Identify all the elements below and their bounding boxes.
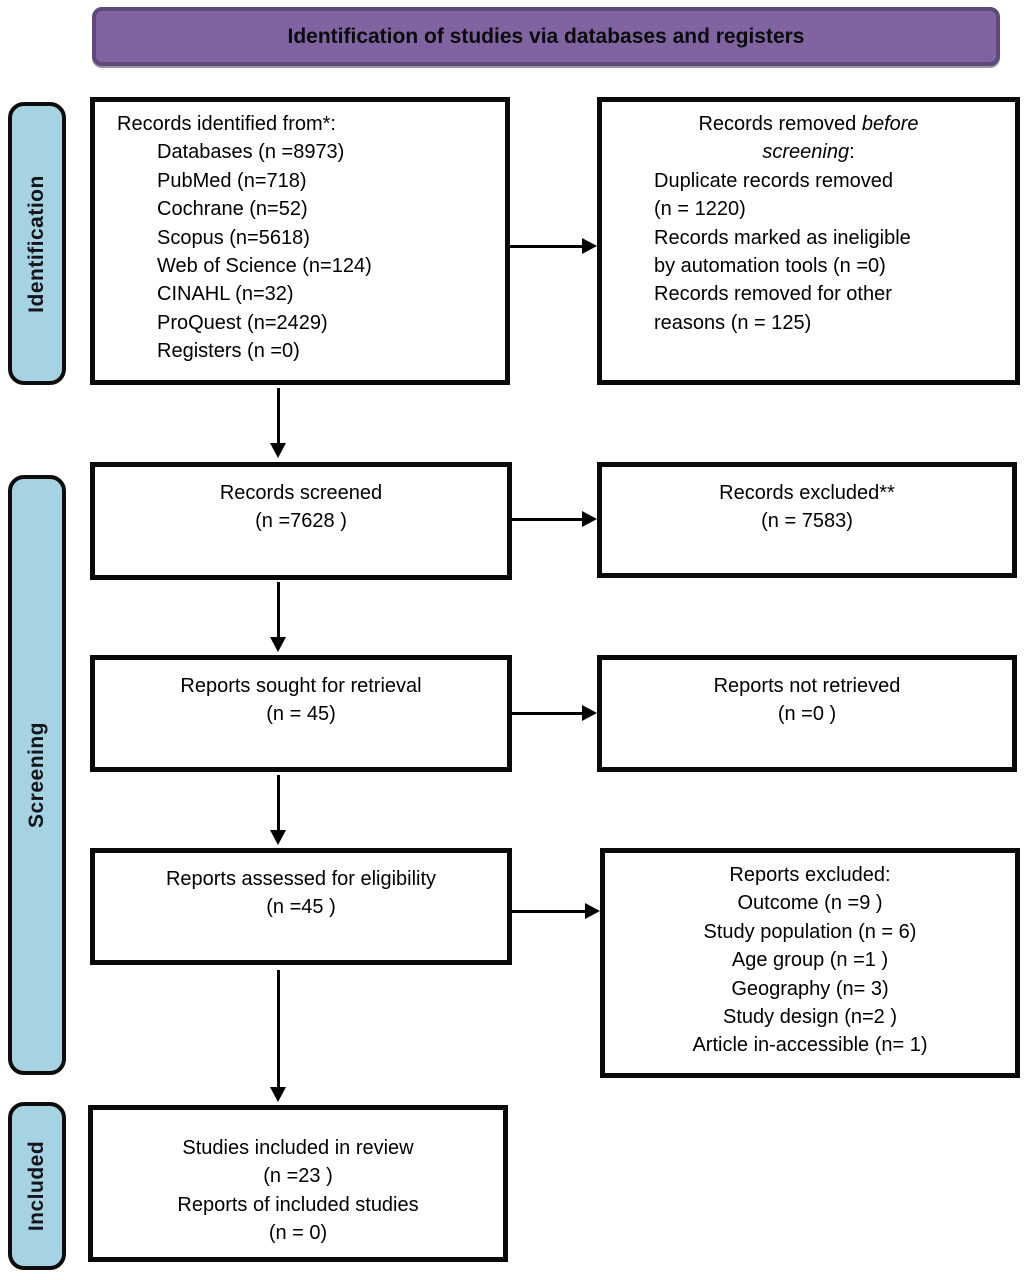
arrow-screened-to-sought: [270, 582, 286, 652]
source-pubmed: PubMed (n=718): [157, 169, 307, 192]
box-records-removed: Records removed before screening: Duplic…: [597, 97, 1020, 385]
stage-label-identification: Identification: [8, 102, 66, 385]
source-cinahl: CINAHL (n=32): [157, 283, 294, 306]
arrow-line: [276, 388, 280, 444]
excluded-study-design: Study design (n=2 ): [723, 1005, 897, 1028]
records-removed-title-italic1: before: [861, 113, 919, 135]
arrow-line: [276, 970, 280, 1088]
records-identified-title: Records identified from*:: [117, 113, 336, 135]
arrow-head-down-icon: [270, 830, 286, 845]
records-removed-title-normal: Records removed: [698, 113, 862, 135]
box-records-identified: Records identified from*: Databases (n =…: [90, 97, 510, 385]
box-records-screened: Records screened (n =7628 ): [90, 462, 512, 580]
stage-label-screening-text: Screening: [25, 721, 49, 829]
arrow-line: [276, 582, 280, 638]
arrow-head-right-icon: [582, 511, 597, 527]
arrow-head-down-icon: [270, 637, 286, 652]
box-studies-included: Studies included in review (n =23 ) Repo…: [88, 1105, 508, 1262]
source-cochrane: Cochrane (n=52): [157, 198, 308, 221]
excluded-age-group: Age group (n =1 ): [731, 949, 889, 972]
arrow-head-down-icon: [270, 1087, 286, 1102]
source-web-of-science: Web of Science (n=124): [157, 254, 372, 277]
source-scopus: Scopus (n=5618): [157, 226, 310, 249]
arrow-head-down-icon: [270, 443, 286, 458]
stage-label-identification-text: Identification: [25, 174, 49, 313]
arrow-head-right-icon: [585, 903, 600, 919]
source-databases: Databases (n =8973): [157, 141, 345, 164]
excluded-outcome: Outcome (n =9 ): [737, 892, 883, 915]
stage-label-included: Included: [8, 1102, 66, 1270]
diagram-title: Identification of studies via databases …: [287, 24, 805, 48]
arrow-screened-to-excluded: [512, 511, 597, 527]
removed-automation: Records marked as ineligible by automati…: [654, 226, 911, 277]
arrow-head-right-icon: [582, 705, 597, 721]
arrow-identified-to-screened: [270, 388, 286, 458]
arrow-line: [512, 517, 583, 521]
records-removed-title-line1: Records removed before: [612, 110, 1005, 138]
arrow-sought-to-assessed: [270, 775, 286, 845]
reports-excluded-title: Reports excluded:: [729, 864, 891, 886]
arrow-assessed-to-reports-excluded: [512, 903, 600, 919]
excluded-geography: Geography (n= 3): [731, 977, 889, 1000]
records-removed-title-line2: screening:: [612, 138, 1005, 166]
removed-duplicates: Duplicate records removed (n = 1220): [654, 169, 893, 221]
box-reports-assessed: Reports assessed for eligibility (n =45 …: [90, 848, 512, 965]
box-reports-not-retrieved: Reports not retrieved (n =0 ): [597, 655, 1017, 772]
stage-label-screening: Screening: [8, 475, 66, 1075]
excluded-article-inaccessible: Article in-accessible (n= 1): [692, 1034, 928, 1057]
arrow-line: [512, 909, 586, 913]
arrow-line: [512, 711, 583, 715]
records-removed-title-colon: :: [849, 141, 855, 164]
source-proquest: ProQuest (n=2429): [157, 311, 328, 334]
excluded-study-population: Study population (n = 6): [703, 920, 917, 943]
box-records-excluded: Records excluded** (n = 7583): [597, 462, 1017, 578]
arrow-assessed-to-included: [270, 970, 286, 1102]
arrow-sought-to-not-retrieved: [512, 705, 597, 721]
arrow-head-right-icon: [582, 238, 597, 254]
box-reports-excluded: Reports excluded: Outcome (n =9 ) Study …: [600, 848, 1020, 1078]
records-removed-title-italic2: screening: [762, 141, 850, 164]
arrow-line: [276, 775, 280, 831]
box-reports-sought: Reports sought for retrieval (n = 45): [90, 655, 512, 772]
diagram-title-banner: Identification of studies via databases …: [92, 7, 1000, 66]
source-registers: Registers (n =0): [157, 340, 300, 363]
arrow-identified-to-removed: [510, 238, 597, 254]
stage-label-included-text: Included: [25, 1140, 48, 1232]
removed-other: Records removed for other reasons (n = 1…: [654, 283, 892, 334]
arrow-line: [510, 244, 583, 248]
